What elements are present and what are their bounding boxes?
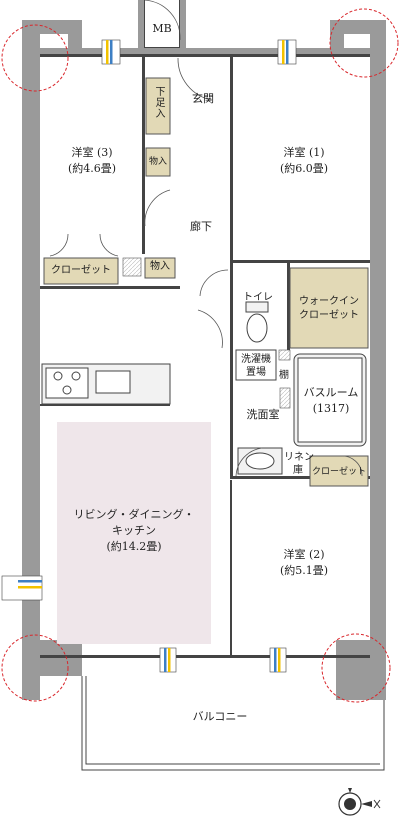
sink-icon [95,370,131,394]
balcony-label: バルコニー [192,710,248,723]
washroom-label: 洗面室 [246,408,280,421]
compass-icon [338,788,381,816]
genkan-label: 玄関 [192,92,214,105]
closet-left-label: クローゼット [51,265,111,276]
mb-label: MB [152,22,172,35]
closet-room2-label: クローゼット [311,467,366,477]
window-icon [1,39,297,673]
shelf-label: 棚 [279,370,289,381]
kitchen-counter [41,363,171,405]
balcony-outline [81,676,385,771]
bathroom-size: (1317) [312,402,350,415]
inner-walls [40,54,370,658]
ldk-line2: キッチン [112,524,156,537]
room2-size: (約5.1畳) [279,564,329,577]
hallway-label: 廊下 [190,220,212,233]
linen-line2: 庫 [293,465,303,476]
room3-name: 洋室 (3) [71,146,113,159]
washer-line1: 洗濯機 [241,354,271,365]
storage-left-label: 物入 [148,157,167,167]
corner-markers [1,8,399,703]
storage-hall-label: 物入 [150,261,170,272]
walkin-line1: ウォークイン [299,296,359,307]
toilet-label: トイレ [243,292,273,303]
room1-name: 洋室 (1) [283,146,325,159]
bathroom-fixtures [235,301,367,475]
linen-line1: リネン [284,452,314,463]
room1-size: (約6.0畳) [279,162,329,175]
ldk-area [57,422,211,644]
mb-box [144,0,180,48]
storage-areas [43,77,369,487]
ldk-size: (約14.2畳) [106,540,162,553]
stove-icon [45,367,89,399]
walkin-line2: クローゼット [299,310,359,321]
room2-name: 洋室 (2) [283,548,325,561]
bathroom-name: バスルーム [303,386,359,399]
outer-walls [22,0,386,700]
ldk-line1: リビング・ダイニング・ [73,508,195,521]
pipe-shafts [122,257,291,409]
washer-line2: 置場 [246,367,266,378]
room3-size: (約4.6畳) [67,162,117,175]
toilet-icon [245,301,269,343]
getabako-label: 下足入 [153,86,164,119]
